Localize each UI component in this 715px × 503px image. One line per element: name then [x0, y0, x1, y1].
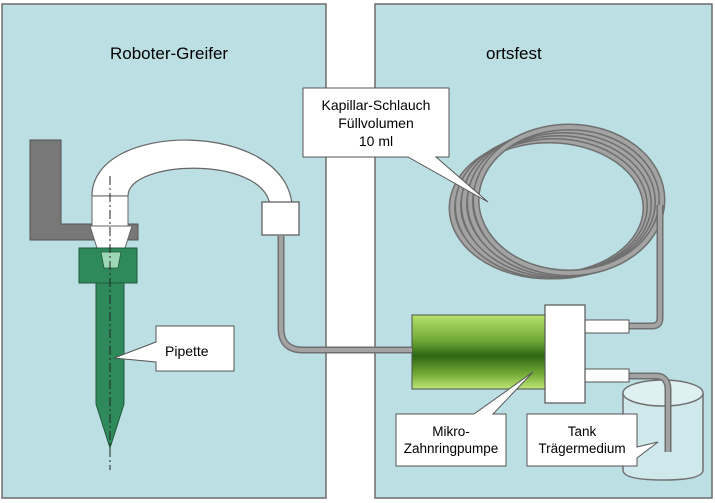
capillary-callout-line1: Kapillar-Schlauch — [322, 97, 431, 113]
pump-callout — [395, 371, 534, 467]
tank — [622, 379, 704, 481]
left-panel-title: Roboter-Greifer — [110, 44, 228, 63]
capillary-callout-line3: 10 ml — [359, 133, 393, 149]
pump-flange — [544, 304, 586, 404]
robot-gripper-panel — [1, 3, 327, 499]
capillary-coil — [448, 123, 666, 280]
pipette-callout — [113, 325, 235, 372]
pump-callout-line2: Zahnringpumpe — [404, 441, 499, 456]
pump-outlet-lower — [583, 368, 630, 383]
capillary-callout — [302, 87, 489, 203]
tank-callout — [526, 413, 659, 467]
pump-callout-line1: Mikro- — [432, 424, 470, 439]
pump-outlet-upper — [583, 319, 630, 334]
hose-connector — [261, 201, 300, 236]
tank-callout-line2: Trägermedium — [538, 441, 625, 456]
pipette-cone — [89, 225, 133, 249]
gripper-bracket — [29, 139, 139, 241]
tank-callout-line1: Tank — [568, 424, 597, 439]
capillary-callout-line2: Füllvolumen — [338, 115, 413, 131]
pipette-callout-text: Pipette — [165, 343, 209, 359]
right-panel-title: ortsfest — [486, 44, 542, 63]
